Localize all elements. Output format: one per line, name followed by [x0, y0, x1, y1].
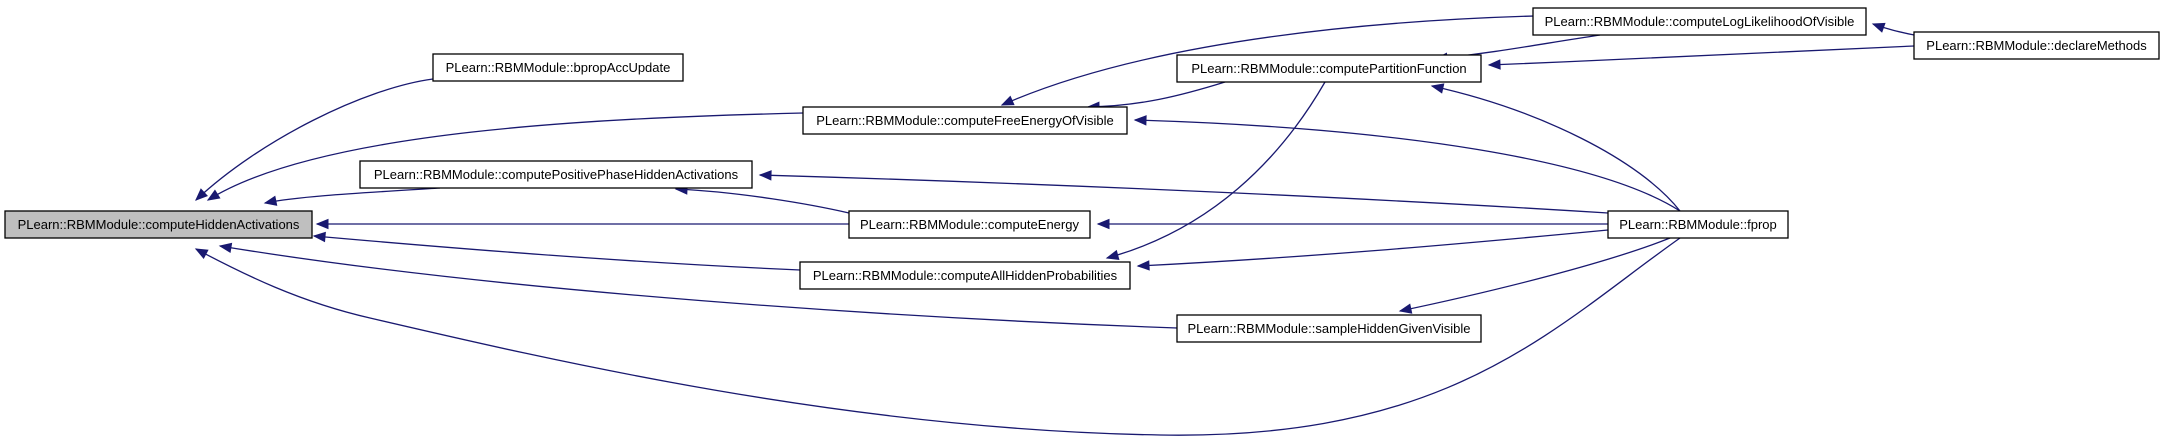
node-box — [799, 261, 1131, 290]
node-label: PLearn::RBMModule::computeAllHiddenProba… — [813, 268, 1118, 283]
edge-line — [1137, 229, 1609, 267]
node-box — [359, 160, 753, 189]
edge-bprop-to-hidden_act — [195, 78, 434, 201]
edge-line — [207, 112, 804, 201]
arrowhead-icon — [315, 218, 329, 230]
node-label: PLearn::RBMModule::bpropAccUpdate — [446, 60, 671, 75]
node-label: PLearn::RBMModule::computePositivePhaseH… — [374, 167, 739, 182]
arrowhead-icon — [758, 170, 772, 181]
node-box — [4, 210, 313, 239]
edge-line — [1488, 45, 1915, 66]
edge-fprop-to-hidden_act — [194, 237, 1681, 436]
edge-line — [1106, 81, 1326, 259]
edge-line — [675, 188, 850, 214]
arrowhead-icon — [1398, 303, 1413, 314]
arrowhead-icon — [1105, 249, 1120, 261]
edge-fprop-to-all_hidden — [1136, 229, 1609, 271]
edge-energy-to-hidden_act — [315, 218, 849, 230]
edge-line — [1001, 14, 1581, 106]
node-bprop[interactable]: PLearn::RBMModule::bpropAccUpdate — [432, 53, 684, 82]
edge-energy-to-pos_phase — [674, 184, 850, 214]
node-partition[interactable]: PLearn::RBMModule::computePartitionFunct… — [1176, 54, 1482, 83]
edge-line — [264, 187, 441, 204]
node-loglik[interactable]: PLearn::RBMModule::computeLogLikelihoodO… — [1532, 7, 1867, 36]
edge-line — [1399, 237, 1671, 312]
node-label: PLearn::RBMModule::declareMethods — [1926, 38, 2147, 53]
edge-pos_phase-to-hidden_act — [263, 187, 441, 206]
edge-line — [219, 245, 1178, 329]
arrowhead-icon — [1487, 59, 1501, 70]
node-label: PLearn::RBMModule::computeLogLikelihoodO… — [1545, 14, 1855, 29]
node-all-hidden[interactable]: PLearn::RBMModule::computeAllHiddenProba… — [799, 261, 1131, 290]
node-fprop[interactable]: PLearn::RBMModule::fprop — [1607, 210, 1789, 239]
edge-fprop-to-partition — [1430, 83, 1681, 212]
node-pos-phase[interactable]: PLearn::RBMModule::computePositivePhaseH… — [359, 160, 753, 189]
arrowhead-icon — [1871, 22, 1886, 33]
arrowhead-icon — [194, 248, 209, 260]
edge-line — [313, 235, 801, 271]
node-energy[interactable]: PLearn::RBMModule::computeEnergy — [848, 210, 1091, 239]
edge-line — [1431, 85, 1681, 212]
arrowhead-icon — [263, 195, 278, 206]
edge-layer — [194, 14, 1915, 436]
node-label: PLearn::RBMModule::computeEnergy — [860, 217, 1079, 232]
node-hidden-act[interactable]: PLearn::RBMModule::computeHiddenActivati… — [4, 210, 313, 239]
node-layer: PLearn::RBMModule::computeHiddenActivati… — [4, 7, 2160, 343]
edge-line — [1087, 81, 1226, 108]
edge-declare-to-partition — [1487, 45, 1915, 70]
node-box — [432, 53, 684, 82]
arrowhead-icon — [206, 189, 221, 201]
edge-fprop-to-free_energy — [1133, 115, 1681, 212]
edge-line — [759, 174, 1609, 214]
arrowhead-icon — [195, 188, 208, 201]
node-label: PLearn::RBMModule::computeHiddenActivati… — [18, 217, 300, 232]
arrowhead-icon — [1133, 115, 1147, 126]
node-free-energy[interactable]: PLearn::RBMModule::computeFreeEnergyOfVi… — [802, 106, 1128, 135]
arrowhead-icon — [1000, 95, 1015, 106]
node-box — [1532, 7, 1867, 36]
edge-declare-to-loglik — [1871, 22, 1915, 36]
arrowhead-icon — [1096, 218, 1110, 230]
node-declare[interactable]: PLearn::RBMModule::declareMethods — [1913, 31, 2160, 60]
edge-sample_hidden-to-hidden_act — [218, 242, 1178, 329]
arrowhead-icon — [312, 231, 326, 243]
arrowhead-icon — [1136, 260, 1150, 271]
node-box — [1913, 31, 2160, 60]
edge-fprop-to-sample_hidden — [1398, 237, 1671, 314]
edge-free_energy-to-hidden_act — [206, 112, 804, 201]
edge-loglik-to-free_energy — [1000, 14, 1581, 106]
edge-line — [195, 237, 1681, 436]
edge-line — [1134, 119, 1681, 212]
node-box — [848, 210, 1091, 239]
node-box — [1176, 314, 1482, 343]
node-label: PLearn::RBMModule::fprop — [1619, 217, 1777, 232]
node-box — [1176, 54, 1482, 83]
edge-all_hidden-to-hidden_act — [312, 231, 801, 271]
node-label: PLearn::RBMModule::computePartitionFunct… — [1191, 61, 1466, 76]
edge-fprop-to-energy — [1096, 218, 1608, 230]
edge-partition-to-all_hidden — [1105, 81, 1326, 261]
edge-line — [195, 78, 434, 201]
node-label: PLearn::RBMModule::sampleHiddenGivenVisi… — [1187, 321, 1470, 336]
node-label: PLearn::RBMModule::computeFreeEnergyOfVi… — [816, 113, 1113, 128]
node-box — [1607, 210, 1789, 239]
arrowhead-icon — [1430, 83, 1445, 94]
node-box — [802, 106, 1128, 135]
arrowhead-icon — [218, 242, 233, 254]
node-sample-hidden[interactable]: PLearn::RBMModule::sampleHiddenGivenVisi… — [1176, 314, 1482, 343]
edge-fprop-to-pos_phase — [758, 170, 1609, 214]
